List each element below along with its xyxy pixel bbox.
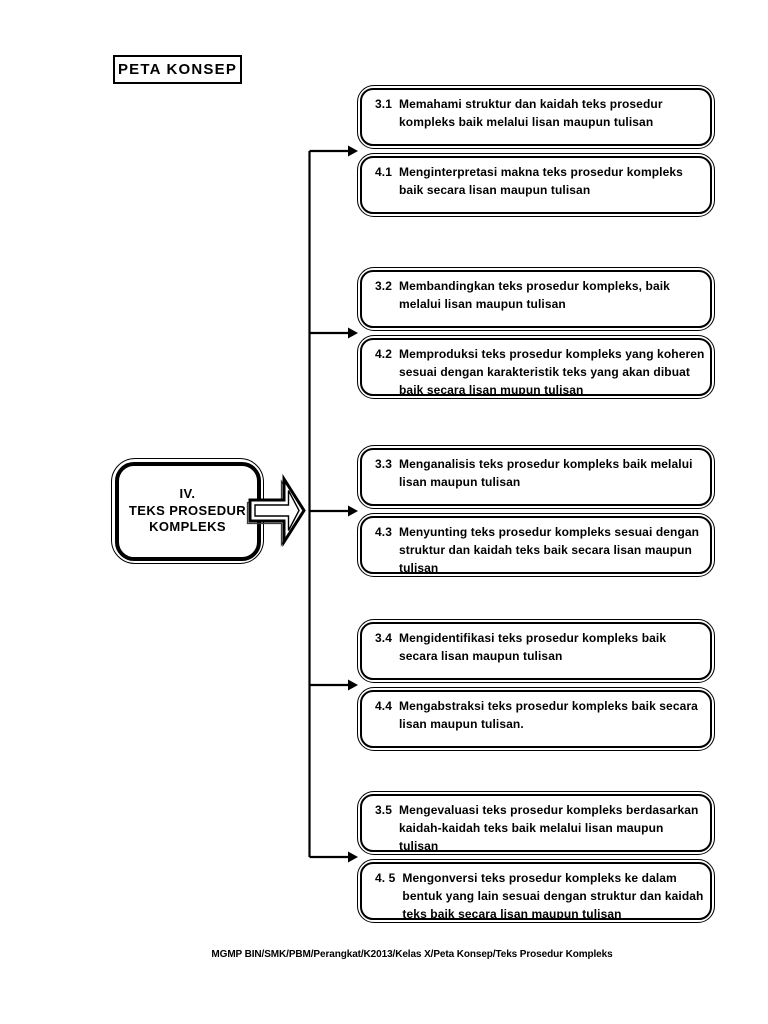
node-body: Memahami struktur dan kaidah teks prosed… bbox=[398, 97, 663, 129]
node-body: Mengevaluasi teks prosedur kompleks berd… bbox=[398, 803, 699, 852]
node-4-5: 4. 5 Mengonversi teks prosedur kompleks … bbox=[357, 859, 715, 923]
node-number: 4.2 bbox=[375, 347, 392, 361]
branch-arrowhead-5 bbox=[348, 851, 358, 863]
node-4-4: 4.4 Mengabstraksi teks prosedur kompleks… bbox=[357, 687, 715, 751]
page-title-label: PETA KONSEP bbox=[117, 61, 238, 78]
footer: MGMP BIN/SMK/PBM/Perangkat/K2013/Kelas X… bbox=[58, 949, 766, 960]
node-body: Membandingkan teks prosedur kompleks, ba… bbox=[398, 279, 670, 311]
footer-text: MGMP BIN/SMK/PBM/Perangkat/K2013/Kelas X… bbox=[211, 949, 613, 960]
root-node-inner: IV. TEKS PROSEDUR KOMPLEKS bbox=[114, 461, 261, 561]
node-number: 4.1 bbox=[375, 165, 392, 179]
node-body: Mengidentifikasi teks prosedur kompleks … bbox=[398, 631, 667, 663]
block-arrow-icon bbox=[246, 474, 306, 548]
node-number: 4.4 bbox=[375, 699, 392, 713]
block-arrow-inner-line bbox=[254, 490, 300, 531]
branch-arrowhead-2 bbox=[348, 327, 358, 339]
node-body: Menyunting teks prosedur kompleks sesuai… bbox=[398, 525, 700, 574]
node-body: Mengonversi teks prosedur kompleks ke da… bbox=[402, 871, 704, 920]
node-4-1: 4.1 Menginterpretasi makna teks prosedur… bbox=[357, 153, 715, 217]
branch-arrowhead-4 bbox=[348, 679, 358, 691]
node-body: Menginterpretasi makna teks prosedur kom… bbox=[398, 165, 683, 197]
node-4-3: 4.3 Menyunting teks prosedur kompleks se… bbox=[357, 513, 715, 577]
node-body: Memproduksi teks prosedur kompleks yang … bbox=[398, 347, 705, 396]
page-title: PETA KONSEP bbox=[113, 55, 242, 84]
node-3-1: 3.1 Memahami struktur dan kaidah teks pr… bbox=[357, 85, 715, 149]
branch-arrowhead-3 bbox=[348, 505, 358, 517]
node-number: 3.5 bbox=[375, 803, 392, 817]
root-node-line: IV. bbox=[179, 485, 196, 501]
node-4-2: 4.2 Memproduksi teks prosedur kompleks y… bbox=[357, 335, 715, 399]
node-number: 3.2 bbox=[375, 279, 392, 293]
node-number: 3.1 bbox=[375, 97, 392, 111]
node-3-2: 3.2 Membandingkan teks prosedur kompleks… bbox=[357, 267, 715, 331]
node-body: Menganalisis teks prosedur kompleks baik… bbox=[398, 457, 693, 489]
node-number: 3.3 bbox=[375, 457, 392, 471]
branch-arrowhead-1 bbox=[348, 145, 358, 157]
node-number: 4. 5 bbox=[375, 871, 396, 885]
connector-tree bbox=[308, 145, 358, 863]
node-3-5: 3.5 Mengevaluasi teks prosedur kompleks … bbox=[357, 791, 715, 855]
root-node-line: TEKS PROSEDUR bbox=[128, 502, 247, 518]
block-arrow-body bbox=[248, 474, 306, 548]
root-node-line: KOMPLEKS bbox=[149, 519, 226, 535]
root-node: IV. TEKS PROSEDUR KOMPLEKS bbox=[111, 458, 264, 564]
node-3-3: 3.3 Menganalisis teks prosedur kompleks … bbox=[357, 445, 715, 509]
node-body: Mengabstraksi teks prosedur kompleks bai… bbox=[398, 699, 698, 731]
node-3-4: 3.4 Mengidentifikasi teks prosedur kompl… bbox=[357, 619, 715, 683]
node-number: 4.3 bbox=[375, 525, 392, 539]
node-number: 3.4 bbox=[375, 631, 392, 645]
